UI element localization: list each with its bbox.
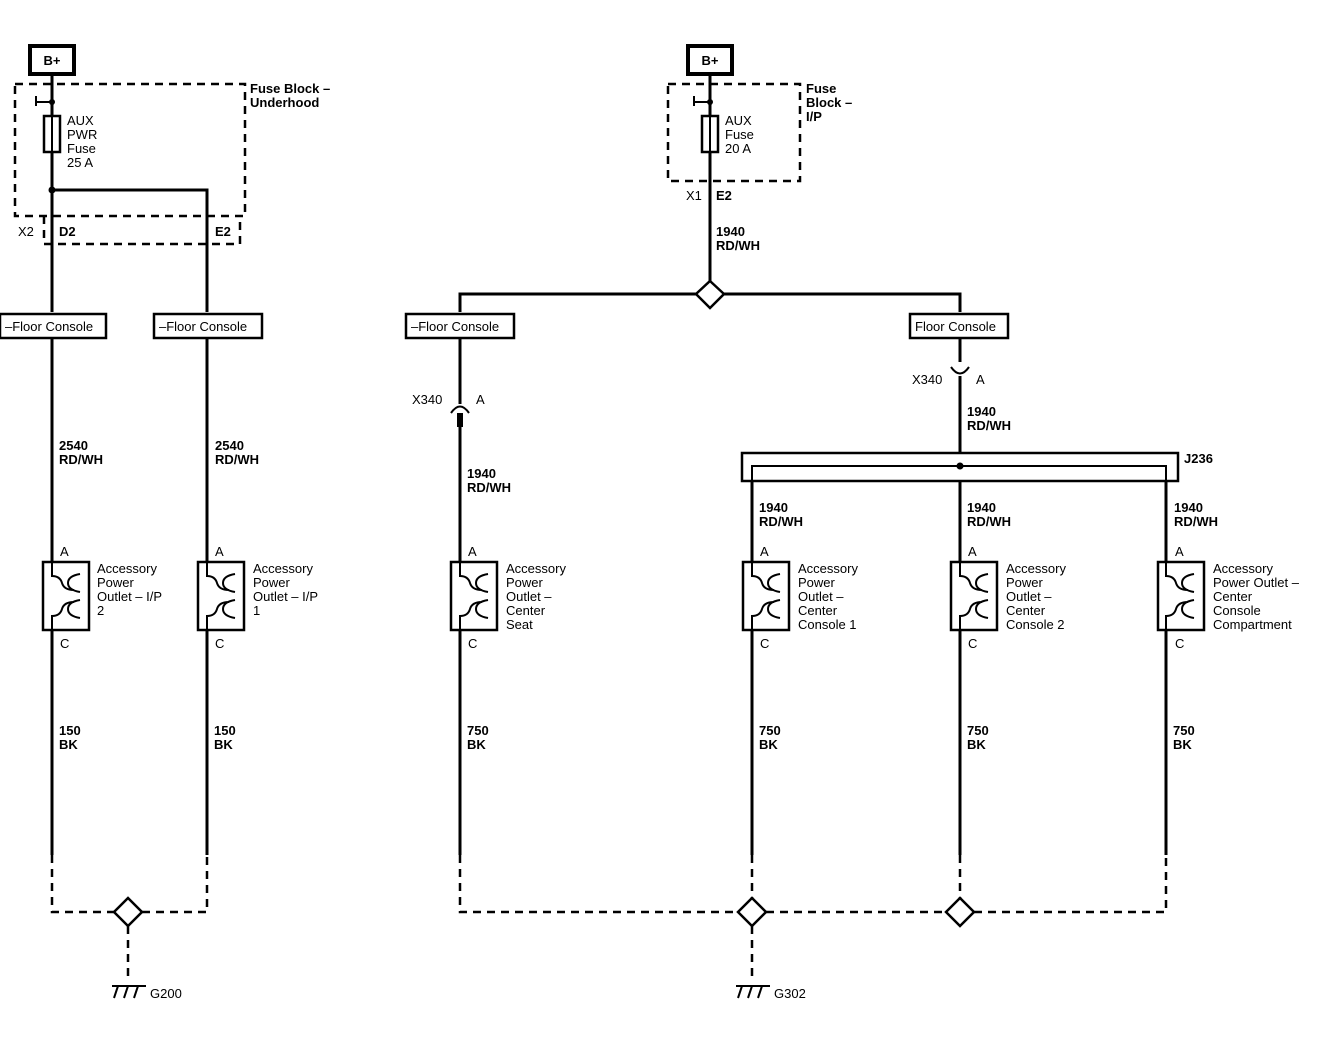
fuse-aux-pwr-label: AUX PWR Fuse 25 A	[67, 113, 101, 170]
svg-text:–Floor Console: –Floor Console	[159, 319, 247, 334]
ground-return-left	[50, 855, 209, 914]
outlet-center-console-compartment: A C Accessory Power Outlet – Center Cons…	[1156, 544, 1303, 651]
svg-text:G200: G200	[150, 986, 182, 1001]
power-source-right-label: B+	[702, 53, 719, 68]
svg-text:C: C	[968, 636, 977, 651]
outlet-name-1: Accessory Power Outlet – I/P 1	[253, 561, 321, 618]
svg-text:–Floor Console: –Floor Console	[411, 319, 499, 334]
wire-label-outlet-ip2: 2540 RD/WH	[59, 438, 103, 467]
svg-text:A: A	[476, 392, 485, 407]
ground-icon	[112, 985, 146, 999]
wire-label-x340-to-j236: 1940 RD/WH	[967, 404, 1011, 433]
harness-label-4: Floor Console	[908, 312, 1010, 340]
outlet-name-5: Accessory Power Outlet – Center Console …	[1213, 561, 1303, 632]
ground-symbol-g200: G200	[112, 985, 182, 1001]
svg-text:–Floor Console: –Floor Console	[5, 319, 93, 334]
harness-label-1: –Floor Console	[0, 312, 108, 340]
connector-male-icon	[950, 366, 970, 375]
ground-icon	[736, 985, 770, 999]
svg-text:X340: X340	[412, 392, 442, 407]
svg-text:Floor Console: Floor Console	[915, 319, 996, 334]
svg-text:C: C	[468, 636, 477, 651]
outlet-center-console-1: A C Accessory Power Outlet – Center Cons…	[741, 544, 862, 651]
svg-text:A: A	[60, 544, 69, 559]
fuse-block-ip-name: Fuse Block – I/P	[806, 81, 856, 124]
svg-text:A: A	[760, 544, 769, 559]
wire-label-console-1: 1940 RD/WH	[759, 500, 803, 529]
ground-splice-icon	[944, 896, 976, 928]
connector-female-icon	[450, 405, 470, 414]
svg-text:C: C	[60, 636, 69, 651]
outlet-name-0: Accessory Power Outlet – I/P 2	[97, 561, 165, 618]
ground-return-right	[458, 855, 1168, 914]
harness-label-2: –Floor Console	[152, 312, 264, 340]
wire-label-outlet-ip1: 2540 RD/WH	[215, 438, 259, 467]
power-source-left: B+	[28, 44, 76, 76]
j236-label: J236	[1184, 451, 1213, 466]
wire-label-center-seat: 1940 RD/WH	[467, 466, 511, 495]
connector-x340-right: X340 A	[912, 366, 985, 387]
wire-label-console-2: 1940 RD/WH	[967, 500, 1011, 529]
svg-text:A: A	[215, 544, 224, 559]
feed-wire-label: 1940 RD/WH	[716, 224, 760, 253]
outlet-ip-1: A C Accessory Power Outlet – I/P 1	[196, 544, 321, 651]
svg-text:C: C	[760, 636, 769, 651]
svg-text:G302: G302	[774, 986, 806, 1001]
pin-x1: X1	[686, 188, 702, 203]
ground-splice-icon	[736, 896, 768, 928]
svg-text:A: A	[468, 544, 477, 559]
pin-e2-ip: E2	[716, 188, 732, 203]
fuse-block-ip: Fuse Block – I/P AUX Fuse 20 A X1 E2	[666, 81, 856, 203]
fuse-aux-label: AUX Fuse 20 A	[725, 113, 758, 156]
splice-pack-j236: J236	[740, 451, 1213, 483]
pin-e2: E2	[215, 224, 231, 239]
svg-text:C: C	[215, 636, 224, 651]
svg-text:A: A	[976, 372, 985, 387]
fuse-block-underhood: Fuse Block – Underhood AUX PWR Fuse 25 A…	[13, 81, 334, 312]
pin-x2: X2	[18, 224, 34, 239]
outlet-name-4: Accessory Power Outlet – Center Console …	[1006, 561, 1070, 632]
outlet-center-console-2: A C Accessory Power Outlet – Center Cons…	[949, 544, 1070, 651]
svg-text:A: A	[968, 544, 977, 559]
svg-text:A: A	[1175, 544, 1184, 559]
fuse-block-underhood-name: Fuse Block – Underhood	[250, 81, 334, 110]
pin-d2: D2	[59, 224, 76, 239]
ground-symbol-g302: G302	[736, 985, 806, 1001]
outlet-ip-2: A C Accessory Power Outlet – I/P 2	[41, 544, 165, 651]
connector-x340-left: X340 A	[412, 392, 485, 427]
outlet-name-3: Accessory Power Outlet – Center Console …	[798, 561, 862, 632]
svg-text:C: C	[1175, 636, 1184, 651]
power-source-left-label: B+	[44, 53, 61, 68]
harness-label-3: –Floor Console	[404, 312, 516, 340]
ground-splice-icon	[112, 896, 144, 928]
wire-label-compartment: 1940 RD/WH	[1174, 500, 1218, 529]
splice-diamond-icon	[694, 279, 726, 310]
svg-text:X340: X340	[912, 372, 942, 387]
power-source-right: B+	[686, 44, 734, 76]
outlet-name-2: Accessory Power Outlet – Center Seat	[506, 561, 570, 632]
outlet-center-seat: A C Accessory Power Outlet – Center Seat	[449, 544, 570, 651]
